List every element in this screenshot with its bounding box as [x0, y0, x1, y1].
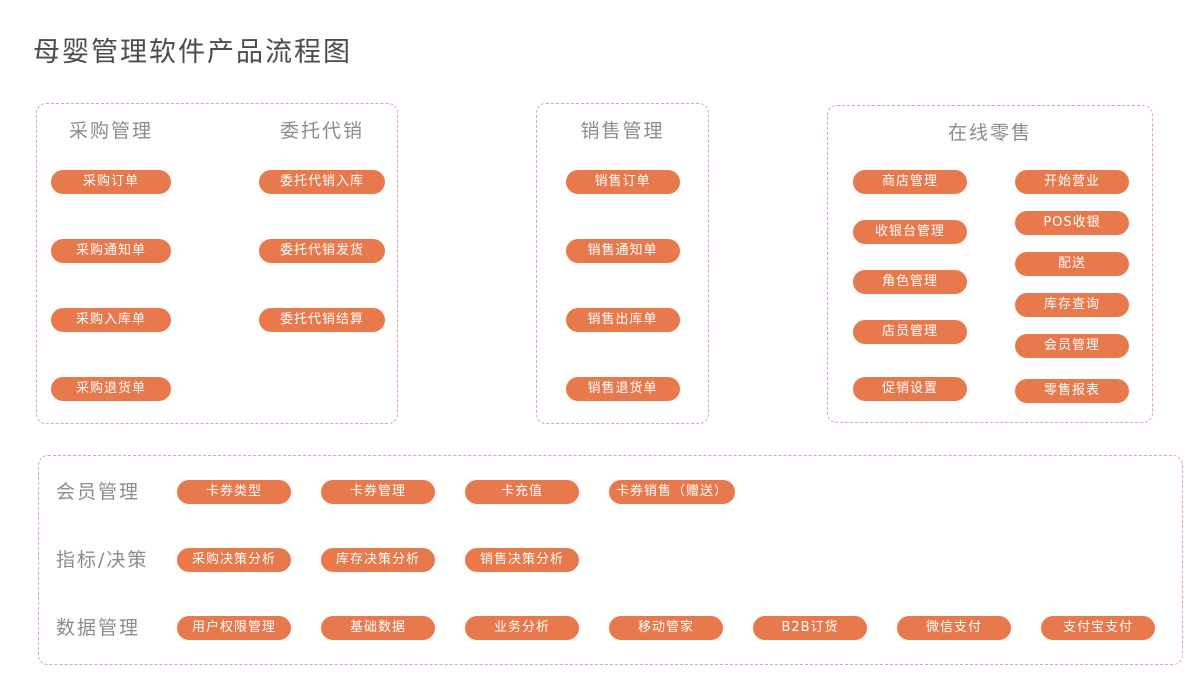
pill-user-permission-management: 用户权限管理 [177, 616, 291, 640]
pill-consignment-inbound: 委托代销入库 [259, 170, 385, 194]
pill-store-management: 商店管理 [853, 170, 967, 194]
data-management-label: 数据管理 [56, 617, 141, 639]
pill-retail-reports: 零售报表 [1015, 379, 1129, 403]
pill-consignment-settlement: 委托代销结算 [259, 308, 385, 332]
online-retail-box: 在线零售 商店管理 收银台管理 角色管理 店员管理 促销设置 开始营业 POS收… [827, 105, 1153, 423]
pill-purchase-return: 采购退货单 [51, 377, 171, 401]
pill-purchase-order: 采购订单 [51, 170, 171, 194]
decision-label: 指标/决策 [56, 549, 149, 571]
purchase-consignment-box: 采购管理 采购订单 采购通知单 采购入库单 采购退货单 委托代销 委托代销入库 … [36, 103, 398, 424]
sales-header: 销售管理 [580, 120, 665, 142]
pill-card-recharge: 卡充值 [465, 480, 579, 504]
consignment-header: 委托代销 [279, 120, 364, 142]
pill-card-coupon-type: 卡券类型 [177, 480, 291, 504]
pill-inventory-query: 库存查询 [1015, 293, 1129, 317]
pill-sales-decision-analysis: 销售决策分析 [465, 548, 579, 572]
pill-sales-notice: 销售通知单 [565, 239, 680, 263]
member-management-row: 会员管理 卡券类型 卡券管理 卡充值 卡券销售（赠送） [56, 479, 1182, 505]
page-title: 母婴管理软件产品流程图 [33, 37, 352, 68]
sales-box: 销售管理 销售订单 销售通知单 销售出库单 销售退货单 [536, 103, 709, 424]
consignment-column: 委托代销 委托代销入库 委托代销发货 委托代销结算 [259, 104, 385, 332]
pill-mobile-manager: 移动管家 [609, 616, 723, 640]
pill-alipay-pay: 支付宝支付 [1041, 616, 1155, 640]
pill-purchase-decision-analysis: 采购决策分析 [177, 548, 291, 572]
pill-delivery: 配送 [1015, 252, 1129, 276]
online-retail-left-column: 商店管理 收银台管理 角色管理 店员管理 促销设置 [853, 106, 967, 401]
pill-sales-return: 销售退货单 [565, 377, 680, 401]
pill-member-management: 会员管理 [1015, 334, 1129, 358]
pill-business-analysis: 业务分析 [465, 616, 579, 640]
pill-basic-data: 基础数据 [321, 616, 435, 640]
purchase-column: 采购管理 采购订单 采购通知单 采购入库单 采购退货单 [51, 104, 171, 401]
pill-promotion-settings: 促销设置 [853, 377, 967, 401]
member-management-label: 会员管理 [56, 481, 141, 503]
pill-wechat-pay: 微信支付 [897, 616, 1011, 640]
pill-purchase-notice: 采购通知单 [51, 239, 171, 263]
pill-start-business: 开始营业 [1015, 170, 1129, 194]
pill-card-coupon-management: 卡券管理 [321, 480, 435, 504]
pill-purchase-inbound: 采购入库单 [51, 308, 171, 332]
pill-sales-outbound: 销售出库单 [565, 308, 680, 332]
pill-inventory-decision-analysis: 库存决策分析 [321, 548, 435, 572]
pill-sales-order: 销售订单 [565, 170, 680, 194]
pill-b2b-ordering: B2B订货 [753, 616, 867, 640]
sales-column: 销售管理 销售订单 销售通知单 销售出库单 销售退货单 [537, 104, 708, 401]
decision-row: 指标/决策 采购决策分析 库存决策分析 销售决策分析 [56, 547, 1182, 573]
purchase-header: 采购管理 [68, 120, 153, 142]
pill-pos-cashier: POS收银 [1015, 211, 1129, 235]
pill-consignment-shipment: 委托代销发货 [259, 239, 385, 263]
pill-cashier-desk-management: 收银台管理 [853, 220, 967, 244]
pill-role-management: 角色管理 [853, 270, 967, 294]
online-retail-header: 在线零售 [947, 122, 1032, 144]
online-retail-right-column: 开始营业 POS收银 配送 库存查询 会员管理 零售报表 [1015, 106, 1129, 403]
pill-card-coupon-sale-gift: 卡券销售（赠送） [609, 480, 736, 504]
pill-clerk-management: 店员管理 [853, 320, 967, 344]
bottom-box: 会员管理 卡券类型 卡券管理 卡充值 卡券销售（赠送） 指标/决策 采购决策分析… [38, 455, 1183, 665]
data-management-row: 数据管理 用户权限管理 基础数据 业务分析 移动管家 B2B订货 微信支付 支付… [56, 615, 1182, 641]
